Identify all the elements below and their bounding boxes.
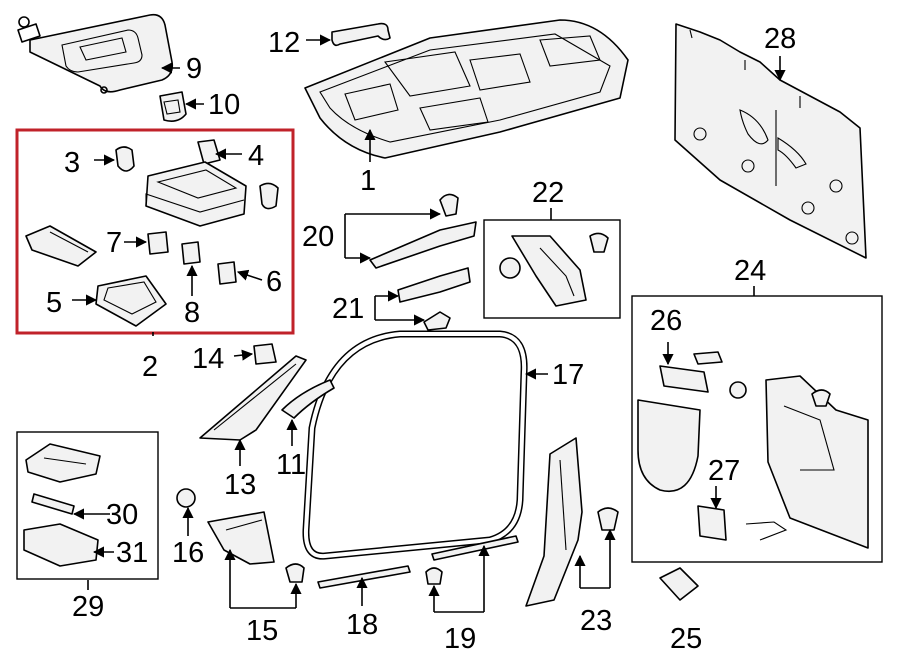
headliner xyxy=(304,19,629,159)
callout-6: 6 xyxy=(266,266,282,298)
callout-4: 4 xyxy=(248,140,264,172)
callout-11: 11 xyxy=(276,449,306,481)
a-pillar-parts xyxy=(199,343,335,441)
console-parts xyxy=(25,139,279,327)
map-lamp-parts xyxy=(23,443,101,567)
callout-5: 5 xyxy=(46,287,62,319)
door-weatherstrip xyxy=(302,330,528,560)
group-box-2 xyxy=(15,128,295,335)
callout-24: 24 xyxy=(734,255,766,287)
grab-handle-top xyxy=(331,22,391,47)
callout-22: 22 xyxy=(532,177,564,209)
leader-lines xyxy=(72,34,786,613)
callout-29: 29 xyxy=(72,591,104,623)
lower-trim xyxy=(176,488,305,583)
group-box-24 xyxy=(631,295,883,563)
callout-3: 3 xyxy=(64,147,80,179)
callout-17: 17 xyxy=(552,359,584,391)
callout-15: 15 xyxy=(246,615,278,647)
callout-19: 19 xyxy=(444,623,476,655)
quarter-trim-parts xyxy=(637,351,869,549)
callout-13: 13 xyxy=(224,469,256,501)
callout-20: 20 xyxy=(302,221,334,253)
callout-8: 8 xyxy=(184,297,200,329)
b-pillar-trim xyxy=(525,437,619,607)
callout-30: 30 xyxy=(106,499,138,531)
callout-28: 28 xyxy=(764,23,796,55)
callout-18: 18 xyxy=(346,609,378,641)
callout-27: 27 xyxy=(708,455,740,487)
pillar-trim-22 xyxy=(499,232,609,307)
rear-panel xyxy=(674,23,867,259)
callout-23: 23 xyxy=(580,605,612,637)
callout-21: 21 xyxy=(332,293,364,325)
cap-25 xyxy=(659,567,699,601)
callout-7: 7 xyxy=(106,227,122,259)
callout-14: 14 xyxy=(192,343,224,375)
callout-25: 25 xyxy=(670,623,702,655)
callout-16: 16 xyxy=(172,537,204,569)
trim-clips xyxy=(369,193,477,331)
callout-1: 1 xyxy=(360,165,376,197)
callout-2: 2 xyxy=(142,351,158,383)
visor-clip xyxy=(159,91,187,122)
callout-9: 9 xyxy=(186,53,202,85)
callout-26: 26 xyxy=(650,305,682,337)
callout-12: 12 xyxy=(268,27,300,59)
group-box-22 xyxy=(483,219,621,319)
callout-labels: 1 2 3 4 5 6 7 8 9 10 11 12 13 14 15 16 1… xyxy=(46,23,796,655)
sun-visor xyxy=(17,13,174,94)
group-box-29 xyxy=(16,431,159,580)
callout-31: 31 xyxy=(116,537,148,569)
callout-10: 10 xyxy=(208,89,240,121)
